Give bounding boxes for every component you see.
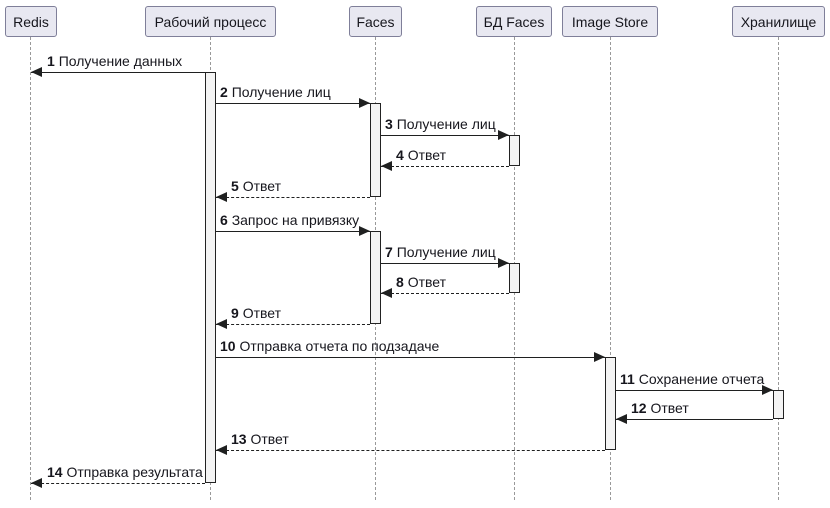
arrowhead-5 — [216, 192, 227, 202]
arrowhead-6 — [359, 226, 370, 236]
participant-worker-process: Рабочий процесс — [145, 6, 276, 37]
message-line-6 — [216, 231, 370, 232]
activation-faces-db-2 — [509, 263, 520, 293]
message-label-2: 2 Получение лиц — [220, 84, 331, 100]
message-label-5: 5 Ответ — [231, 178, 282, 194]
message-line-9 — [216, 324, 370, 325]
message-label-11: 11 Сохранение отчета — [620, 371, 765, 387]
message-line-13 — [216, 450, 605, 451]
participant-label: Faces — [356, 13, 395, 30]
message-line-7 — [381, 263, 509, 264]
message-line-11 — [616, 390, 773, 391]
message-label-9: 9 Ответ — [231, 305, 282, 321]
message-label-3: 3 Получение лиц — [385, 116, 496, 132]
message-label-14: 14 Отправка результата — [47, 464, 203, 480]
message-label-8: 8 Ответ — [396, 274, 447, 290]
message-line-3 — [381, 135, 509, 136]
arrowhead-13 — [216, 445, 227, 455]
arrowhead-7 — [498, 258, 509, 268]
message-label-13: 13 Ответ — [231, 431, 289, 447]
arrowhead-4 — [381, 161, 392, 171]
arrowhead-12 — [616, 414, 627, 424]
arrowhead-9 — [216, 319, 227, 329]
message-label-12: 12 Ответ — [631, 400, 689, 416]
participant-redis: Redis — [5, 6, 57, 37]
participant-faces-db: БД Faces — [476, 6, 552, 37]
arrowhead-11 — [762, 385, 773, 395]
participant-label: Redis — [13, 13, 49, 30]
message-line-10 — [216, 357, 605, 358]
message-line-1 — [31, 72, 205, 73]
arrowhead-3 — [498, 130, 509, 140]
participant-label: Image Store — [571, 13, 649, 30]
message-line-12 — [616, 419, 773, 420]
participant-faces: Faces — [349, 6, 402, 37]
lifeline-storage — [778, 37, 779, 500]
participant-label: Хранилище — [740, 13, 817, 30]
arrowhead-10 — [594, 352, 605, 362]
message-line-8 — [381, 293, 509, 294]
participant-label: БД Faces — [483, 13, 545, 30]
arrowhead-2 — [359, 98, 370, 108]
activation-faces-2 — [370, 231, 381, 324]
message-line-4 — [381, 166, 509, 167]
activation-faces-db-1 — [509, 135, 520, 166]
arrowhead-14 — [31, 478, 42, 488]
message-label-4: 4 Ответ — [396, 147, 447, 163]
activation-image-store — [605, 357, 616, 450]
message-line-2 — [216, 103, 370, 104]
message-line-14 — [31, 483, 205, 484]
arrowhead-8 — [381, 288, 392, 298]
participant-storage: Хранилище — [732, 6, 825, 37]
arrowhead-1 — [31, 67, 42, 77]
participant-label: Рабочий процесс — [154, 13, 267, 30]
lifeline-redis — [30, 37, 31, 500]
activation-worker-process — [205, 72, 216, 483]
lifeline-image-store — [610, 37, 611, 500]
message-label-6: 6 Запрос на привязку — [220, 212, 360, 228]
message-label-7: 7 Получение лиц — [385, 244, 496, 260]
activation-storage — [773, 390, 784, 419]
activation-faces-1 — [370, 103, 381, 197]
message-label-10: 10 Отправка отчета по подзадаче — [220, 338, 440, 354]
message-line-5 — [216, 197, 370, 198]
participant-image-store: Image Store — [562, 6, 658, 37]
message-label-1: 1 Получение данных — [47, 53, 183, 69]
